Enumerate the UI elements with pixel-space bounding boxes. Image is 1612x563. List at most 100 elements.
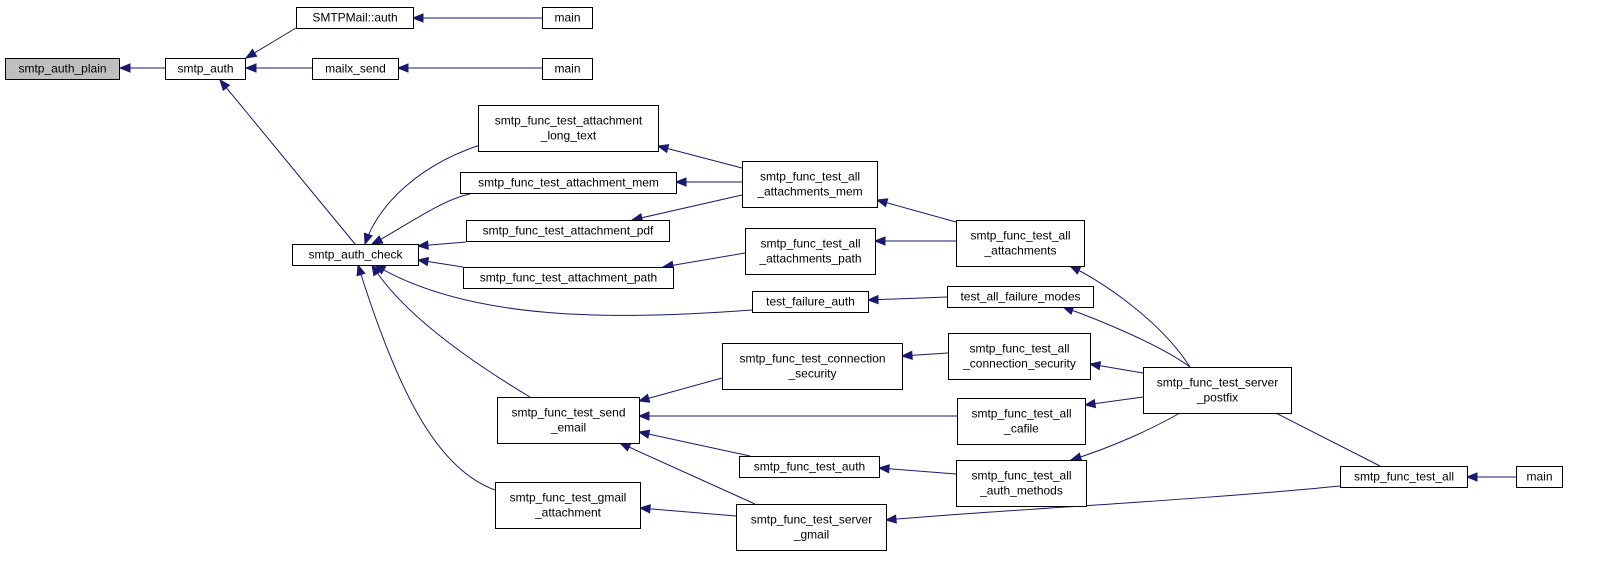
node-label: main	[1526, 470, 1552, 484]
edge-arrowhead	[363, 232, 373, 246]
edge-line	[374, 264, 753, 316]
node-box	[463, 267, 674, 289]
node-label: smtp_func_test_connection	[739, 352, 885, 366]
node-mailx[interactable]: mailx_send	[312, 58, 399, 80]
node-all[interactable]: smtp_func_test_all	[1340, 466, 1468, 488]
node-box	[1340, 466, 1468, 488]
node-all-att[interactable]: smtp_func_test_all_attachments	[956, 220, 1085, 267]
edge-all_conn_sec-to-conn_sec	[900, 350, 949, 361]
edge-arrowhead	[416, 256, 430, 267]
edge-arrowhead	[637, 411, 650, 421]
edge-line	[1070, 412, 1181, 461]
node-label: smtp_func_test_auth	[754, 460, 865, 474]
node-label: _attachments	[983, 244, 1056, 258]
node-label: smtp_func_test_all	[971, 407, 1071, 421]
node-smtpmail[interactable]: SMTPMail::auth	[296, 7, 414, 29]
edge-arrowhead	[356, 263, 366, 277]
node-label: _connection_security	[962, 357, 1076, 371]
node-send-email[interactable]: smtp_func_test_send_email	[497, 397, 640, 444]
edge-att_mem-to-check	[370, 193, 471, 245]
edge-all-to-gmail	[884, 485, 1341, 524]
edge-postfix-to-all_auth_methods	[1069, 412, 1181, 462]
node-all-att-path[interactable]: smtp_func_test_all_attachments_path	[745, 228, 876, 275]
edge-line	[364, 141, 491, 245]
node-label: smtp_func_test_all	[969, 342, 1069, 356]
edge-all_att-to-all_att_mem	[875, 198, 957, 223]
node-gmail[interactable]: smtp_func_test_server_gmail	[736, 504, 887, 551]
node-box	[542, 7, 593, 29]
edge-line	[631, 194, 743, 221]
node-box	[165, 58, 246, 80]
node-main1[interactable]: main	[542, 7, 593, 29]
node-label: smtp_func_test_all	[760, 237, 860, 251]
node-att-pdf[interactable]: smtp_func_test_attachment_pdf	[466, 220, 670, 242]
edge-arrowhead	[1465, 472, 1478, 482]
node-label: smtp_func_test_attachment	[495, 114, 643, 128]
node-check[interactable]: smtp_auth_check	[292, 244, 419, 266]
edge-send_email-to-check	[371, 263, 531, 398]
node-att-path[interactable]: smtp_func_test_attachment_path	[463, 267, 674, 289]
node-label: smtp_auth_check	[308, 248, 403, 262]
node-label: _attachments_mem	[756, 185, 862, 199]
edge-postfix-to-tafm	[1061, 306, 1191, 368]
node-conn-sec[interactable]: smtp_func_test_connection_security	[722, 343, 903, 390]
node-label: smtp_func_test_gmail	[510, 491, 627, 505]
edge-arrowhead	[873, 236, 886, 246]
node-all-att-mem[interactable]: smtp_func_test_all_attachments_mem	[742, 161, 878, 208]
node-att-mem[interactable]: smtp_func_test_attachment_mem	[460, 172, 677, 194]
node-box	[739, 456, 880, 478]
edge-line	[371, 264, 531, 398]
edge-att_path-to-check	[416, 256, 464, 268]
edge-line	[876, 199, 957, 223]
node-postfix[interactable]: smtp_func_test_server_postfix	[1143, 367, 1292, 414]
edge-arrowhead	[637, 429, 651, 439]
node-main3[interactable]: main	[1516, 466, 1563, 488]
node-label: smtp_func_test_all	[970, 229, 1070, 243]
node-box	[5, 58, 120, 80]
edge-test_auth-to-send_email	[637, 429, 751, 457]
edge-att_long-to-check	[363, 141, 491, 246]
edge-tafm-to-tfa	[866, 294, 948, 305]
edge-all_cafile-to-send_email	[637, 411, 957, 421]
node-label: smtp_func_test_all	[1354, 470, 1454, 484]
node-box	[736, 504, 887, 551]
node-label: main	[554, 11, 580, 25]
node-all-auth-methods[interactable]: smtp_func_test_all_auth_methods	[956, 460, 1087, 507]
node-gmail-att[interactable]: smtp_func_test_gmail_attachment	[495, 482, 641, 529]
edge-all_auth_methods-to-test_auth	[877, 464, 957, 475]
node-main2[interactable]: main	[542, 58, 593, 80]
node-label: smtp_func_test_all	[760, 170, 860, 184]
edge-all_att_mem-to-att_long	[656, 144, 743, 169]
node-label: _email	[550, 421, 586, 435]
edge-auth-to-plain	[118, 63, 165, 73]
node-auth[interactable]: smtp_auth	[165, 58, 246, 80]
edge-gmail-to-gmail_att	[638, 504, 737, 517]
edge-smtpmail-to-auth	[244, 27, 297, 59]
node-box	[752, 291, 869, 313]
edge-arrowhead	[416, 240, 429, 250]
node-tfa[interactable]: test_failure_auth	[752, 291, 869, 313]
edge-arrowhead	[1069, 452, 1083, 462]
edge-arrowhead	[900, 350, 913, 361]
edge-line	[657, 145, 743, 169]
node-label: main	[554, 62, 580, 76]
node-all-conn-sec[interactable]: smtp_func_test_all_connection_security	[948, 333, 1091, 380]
node-box	[745, 228, 876, 275]
edge-line	[1062, 306, 1191, 368]
edge-main1-to-smtpmail	[411, 13, 542, 23]
edge-line	[1069, 265, 1191, 368]
node-att-long[interactable]: smtp_func_test_attachment_long_text	[478, 105, 659, 152]
edge-arrowhead	[396, 63, 409, 73]
edge-arrowhead	[370, 235, 384, 245]
node-tafm[interactable]: test_all_failure_modes	[947, 286, 1094, 308]
node-test-auth[interactable]: smtp_func_test_auth	[739, 456, 880, 478]
edge-arrowhead	[637, 393, 651, 403]
edge-arrowhead	[866, 294, 879, 305]
node-all-cafile[interactable]: smtp_func_test_all_cafile	[957, 398, 1086, 445]
node-label: smtp_auth_plain	[18, 62, 106, 76]
node-box	[722, 343, 903, 390]
edge-main3-to-all	[1465, 472, 1516, 482]
node-label: _postfix	[1196, 391, 1238, 405]
